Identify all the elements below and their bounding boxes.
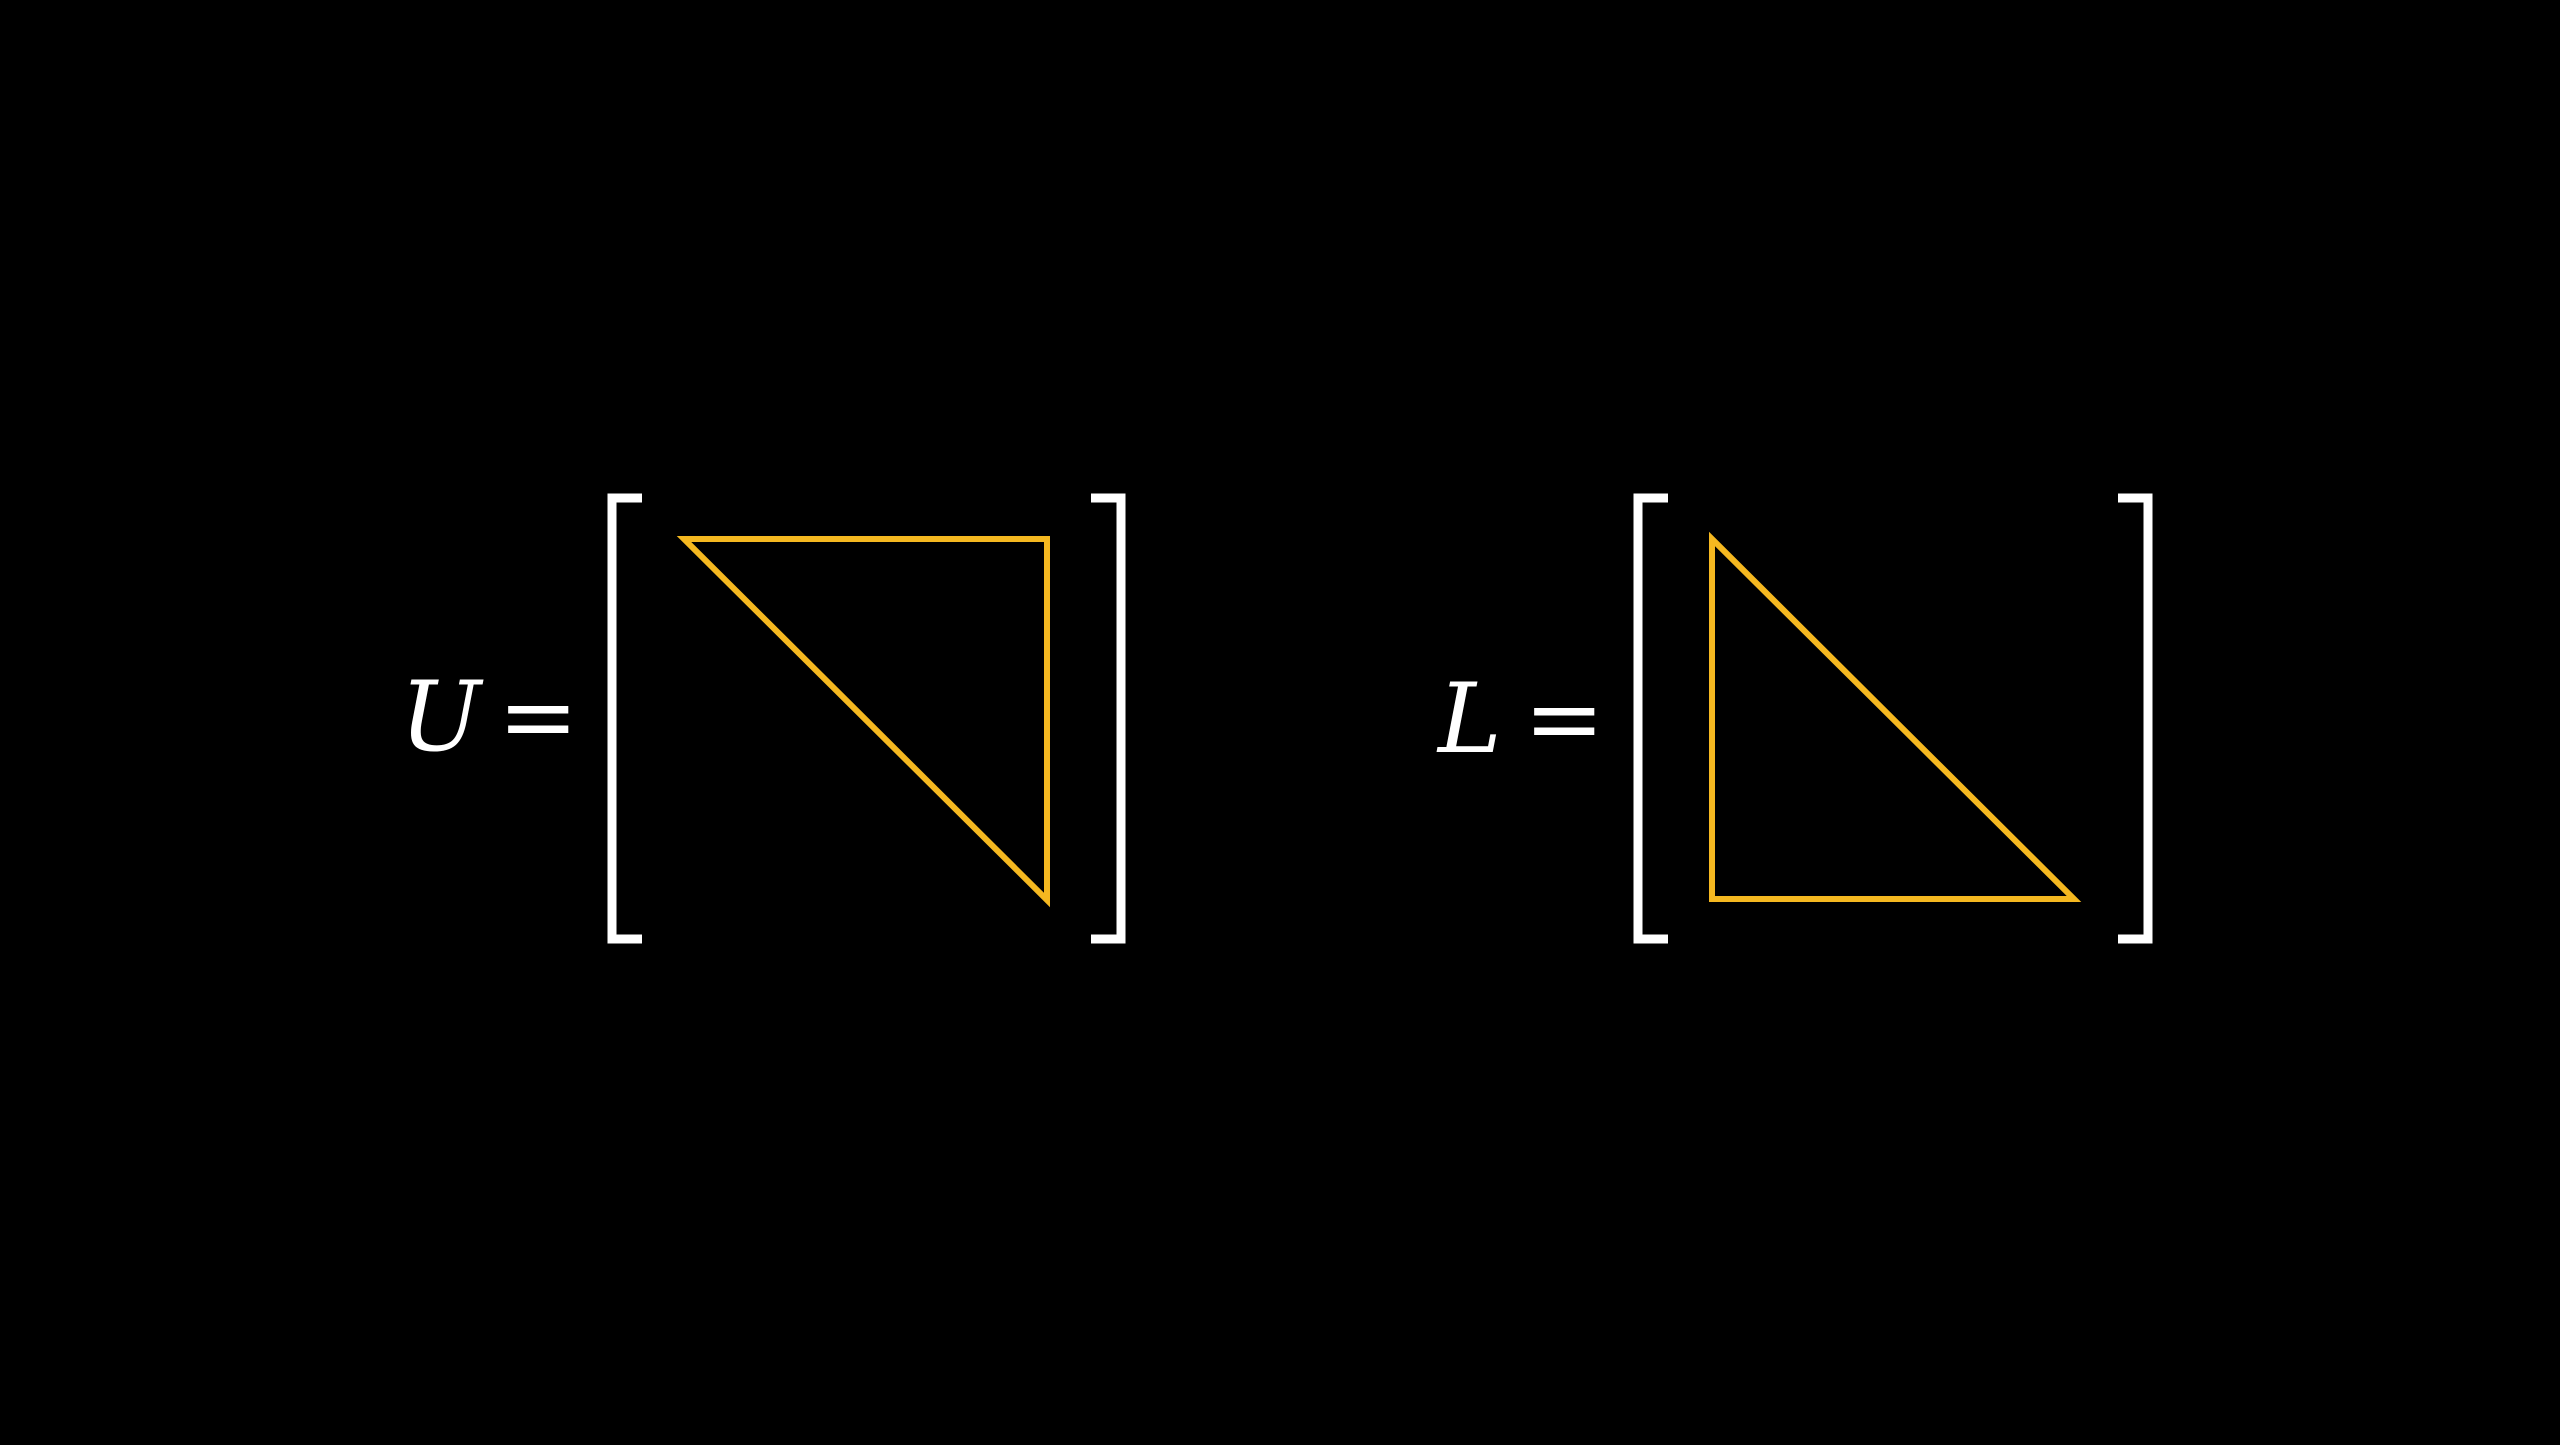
upper-matrix-equation: U = — [400, 493, 1126, 944]
lower-triangle — [1709, 531, 2082, 902]
upper-symbol: U — [400, 661, 484, 773]
upper-equals: = — [498, 661, 578, 773]
lower-symbol: L — [1436, 663, 1502, 775]
lower-equals: = — [1524, 663, 1604, 775]
upper-left-bracket — [607, 493, 642, 944]
upper-right-bracket — [1091, 493, 1126, 944]
lower-right-bracket — [2118, 493, 2153, 944]
lower-matrix-equation: L = — [1436, 493, 2153, 944]
upper-triangle — [676, 536, 1050, 908]
lower-left-bracket — [1633, 493, 1668, 944]
